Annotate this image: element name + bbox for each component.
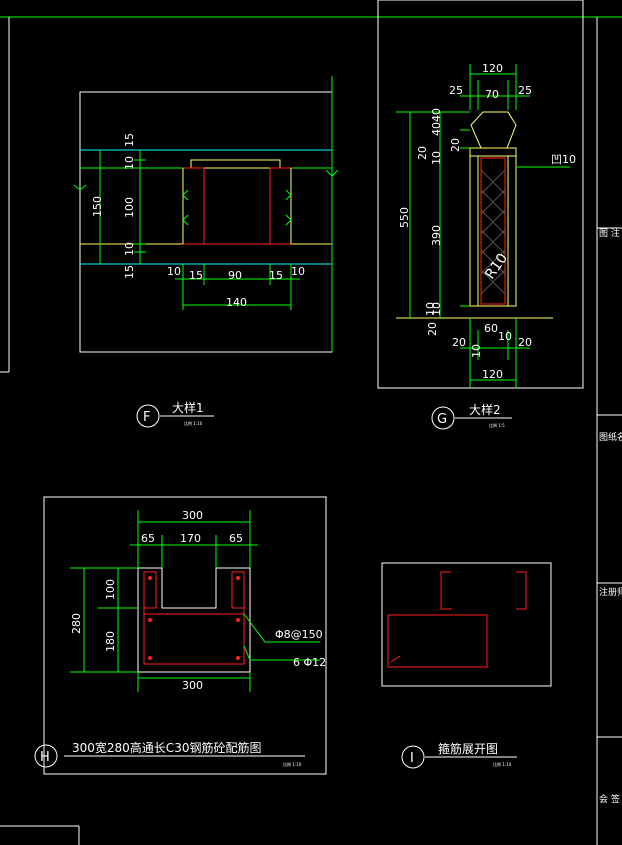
- detail-title: 箍筋展开图: [438, 741, 498, 756]
- dim-label: 40: [430, 108, 443, 122]
- dim-label: 120: [482, 62, 503, 75]
- detail-marker: I: [410, 751, 414, 766]
- dim-label: 10: [430, 302, 443, 316]
- dim-label: 100: [104, 579, 117, 600]
- detail-g-dimensions: 120 25 70 25 40 40 20 10 20 550 390 10 1…: [398, 62, 576, 381]
- dim-label: 300: [182, 679, 203, 692]
- curb-rebar: [480, 157, 506, 305]
- dim-label: 90: [228, 269, 242, 282]
- detail-h-dimensions: 300 65 170 65 280 100 180 300 Φ8@150 6 Φ…: [70, 509, 326, 692]
- detail-f-label: F 大样1 比例 1:10: [136, 400, 214, 428]
- dim-label: 390: [430, 225, 443, 246]
- title-block-row-3: 注册师: [599, 586, 622, 598]
- dim-label: 10: [123, 242, 136, 256]
- detail-f-drawing: [73, 76, 339, 353]
- cover-plate: [190, 159, 281, 169]
- dim-label: 15: [269, 269, 283, 282]
- dim-label: 20: [518, 336, 532, 349]
- detail-title: 300宽280高通长C30钢筋砼配筋图: [72, 740, 261, 755]
- dim-label: 10: [430, 151, 443, 165]
- dim-label: 10: [123, 156, 136, 170]
- rebar-stirrup-label: Φ8@150: [275, 628, 323, 641]
- detail-h-drawing: [43, 496, 327, 775]
- dim-label: 65: [229, 532, 243, 545]
- channel-section: [137, 567, 251, 673]
- dim-label: 170: [180, 532, 201, 545]
- title-block-row-1: 图 注: [599, 227, 620, 239]
- dim-label: 140: [226, 296, 247, 309]
- dim-label: 40: [430, 122, 443, 136]
- dim-label: 20: [452, 336, 466, 349]
- dim-label: 15: [123, 265, 136, 279]
- dim-label: 15: [123, 133, 136, 147]
- detail-f-dimensions: 15 10 100 10 15 150 10 15 90 15 10 140: [91, 133, 305, 309]
- dim-label: 10: [291, 265, 305, 278]
- detail-marker-circle: [401, 745, 425, 769]
- dim-label: 25: [449, 84, 463, 97]
- dim-label: 70: [485, 88, 499, 101]
- dim-label: 25: [518, 84, 532, 97]
- dim-label: 180: [104, 631, 117, 652]
- detail-scale: 比例 1:10: [493, 761, 512, 767]
- stirrup-unfolded: [387, 614, 488, 668]
- stirrup-hook-right: [516, 571, 527, 610]
- detail-marker: G: [437, 412, 447, 427]
- detail-title: 大样1: [172, 400, 204, 415]
- dim-label: 550: [398, 207, 411, 228]
- dim-label: 150: [91, 196, 104, 217]
- title-block-row-2: 图纸名: [599, 431, 622, 443]
- channel-right-wall: [269, 167, 292, 245]
- dim-label: 65: [141, 532, 155, 545]
- dim-label: 120: [482, 368, 503, 381]
- detail-scale: 比例 1:10: [184, 420, 203, 426]
- curb-hatch: [480, 169, 506, 295]
- title-block-row-4: 会 签: [599, 793, 620, 805]
- detail-h-label: H 300宽280高通长C30钢筋砼配筋图 比例 1:10: [34, 740, 302, 768]
- detail-g-label: G 大样2 比例 1:5: [431, 402, 512, 430]
- detail-marker: F: [143, 410, 150, 425]
- detail-marker-circle: [136, 404, 160, 428]
- detail-g-drawing: [377, 0, 584, 389]
- stirrup-hook-left: [440, 571, 452, 610]
- detail-marker-circle: [431, 406, 455, 430]
- detail-title: 大样2: [469, 402, 501, 417]
- detail-scale: 比例 1:5: [489, 422, 505, 428]
- curb-cap: [470, 111, 517, 149]
- dim-label: 10: [498, 330, 512, 343]
- detail-f-frame: [79, 91, 333, 353]
- detail-i-frame: [381, 562, 552, 687]
- detail-scale: 比例 1:10: [283, 761, 302, 767]
- detail-marker-circle: [34, 744, 58, 768]
- detail-marker: H: [40, 750, 50, 765]
- dim-label: 20: [449, 138, 462, 152]
- dim-label: 300: [182, 509, 203, 522]
- detail-i-drawing: [381, 562, 552, 687]
- dim-label: 10: [424, 302, 437, 316]
- channel-left-wall: [182, 167, 205, 245]
- dim-label: 20: [426, 322, 439, 336]
- dim-label: 60: [484, 322, 498, 335]
- detail-i-label: I 箍筋展开图 比例 1:10: [401, 741, 517, 769]
- rebar-main-label: 6 Φ12: [293, 656, 326, 669]
- dim-label: 10: [167, 265, 181, 278]
- dim-label: 20: [416, 146, 429, 160]
- dim-label: 15: [189, 269, 203, 282]
- dim-label: 凹10: [551, 153, 576, 166]
- dim-label: 100: [123, 197, 136, 218]
- dim-label: 10: [470, 344, 483, 358]
- dim-label: 280: [70, 613, 83, 634]
- detail-h-frame: [43, 496, 327, 775]
- detail-g-frame: [377, 0, 584, 389]
